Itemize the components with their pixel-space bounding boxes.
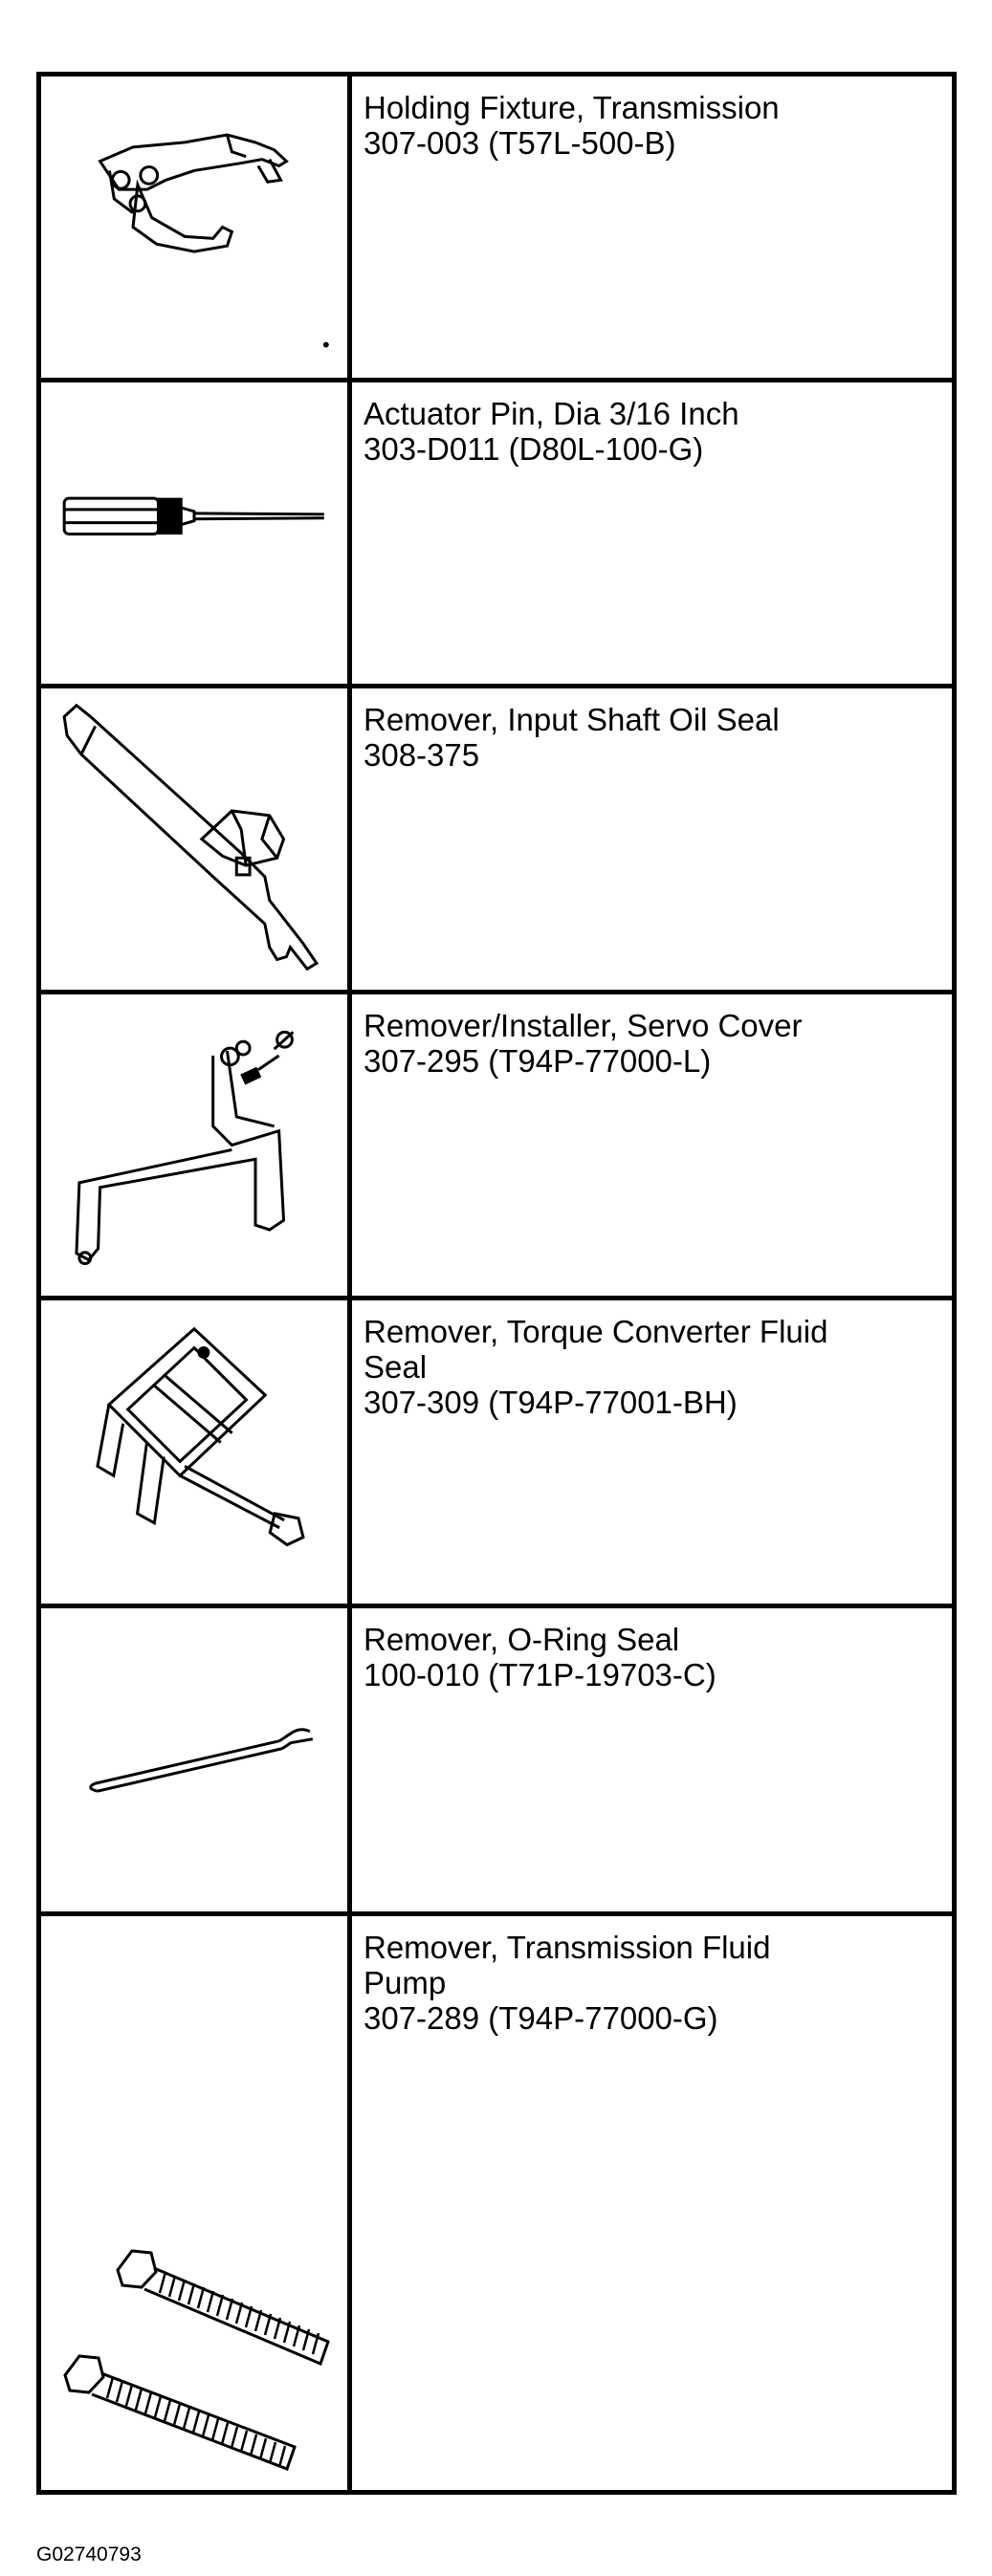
- tool-number: 307-289 (T94P-77000-G): [364, 2000, 718, 2036]
- tool-name: Actuator Pin, Dia 3/16 Inch: [364, 396, 739, 431]
- tool-description: Actuator Pin, Dia 3/16 Inch 303-D011 (D8…: [352, 382, 952, 684]
- tool-number: 303-D011 (D80L-100-G): [364, 431, 704, 467]
- tool-name: Remover, Transmission Fluid: [364, 1930, 771, 1965]
- tool-image-cell: [41, 1916, 352, 2490]
- tool-number: 307-295 (T94P-77000-L): [364, 1043, 712, 1079]
- tool-description: Remover, O-Ring Seal 100-010 (T71P-19703…: [352, 1608, 952, 1911]
- tool-image-cell: [41, 76, 352, 378]
- tool-name-continued: Seal: [364, 1349, 428, 1385]
- special-tools-table: Holding Fixture, Transmission 307-003 (T…: [36, 72, 957, 2495]
- tool-row: Remover/Installer, Servo Cover 307-295 (…: [41, 994, 952, 1300]
- threaded-rods-icon: [41, 1916, 347, 2490]
- tool-description: Remover/Installer, Servo Cover 307-295 (…: [352, 994, 952, 1296]
- tool-name: Remover/Installer, Servo Cover: [364, 1008, 803, 1043]
- tool-image-cell: [41, 994, 352, 1296]
- tool-image-cell: [41, 1608, 352, 1911]
- holding-fixture-icon: [41, 76, 347, 378]
- tool-number: 100-010 (T71P-19703-C): [364, 1657, 716, 1692]
- tool-name: Remover, Torque Converter Fluid: [364, 1314, 828, 1349]
- tool-image-cell: [41, 688, 352, 990]
- tool-number: 308-375: [364, 737, 480, 773]
- tool-description: Remover, Torque Converter Fluid Seal 307…: [352, 1300, 952, 1604]
- actuator-pin-icon: [41, 382, 347, 684]
- tool-row: Remover, Torque Converter Fluid Seal 307…: [41, 1300, 952, 1608]
- o-ring-pick-icon: [41, 1608, 347, 1911]
- tool-name: Holding Fixture, Transmission: [364, 90, 780, 125]
- tool-row: Actuator Pin, Dia 3/16 Inch 303-D011 (D8…: [41, 382, 952, 688]
- servo-cover-tool-icon: [41, 994, 347, 1296]
- tool-row: Remover, Input Shaft Oil Seal 308-375: [41, 688, 952, 994]
- tool-row: Remover, Transmission Fluid Pump 307-289…: [41, 1916, 952, 2490]
- seal-remover-icon: [41, 688, 347, 990]
- tool-description: Holding Fixture, Transmission 307-003 (T…: [352, 76, 952, 378]
- tool-name-continued: Pump: [364, 1965, 447, 2000]
- tool-number: 307-309 (T94P-77001-BH): [364, 1385, 738, 1420]
- tool-row: Holding Fixture, Transmission 307-003 (T…: [41, 76, 952, 382]
- figure-id: G02740793: [36, 2543, 142, 2565]
- tool-name: Remover, O-Ring Seal: [364, 1622, 680, 1657]
- tool-description: Remover, Transmission Fluid Pump 307-289…: [352, 1916, 952, 2490]
- converter-seal-remover-icon: [41, 1300, 347, 1604]
- tool-image-cell: [41, 382, 352, 684]
- tool-name: Remover, Input Shaft Oil Seal: [364, 702, 780, 737]
- tool-description: Remover, Input Shaft Oil Seal 308-375: [352, 688, 952, 990]
- tool-number: 307-003 (T57L-500-B): [364, 125, 676, 161]
- tool-image-cell: [41, 1300, 352, 1604]
- tool-row: Remover, O-Ring Seal 100-010 (T71P-19703…: [41, 1608, 952, 1916]
